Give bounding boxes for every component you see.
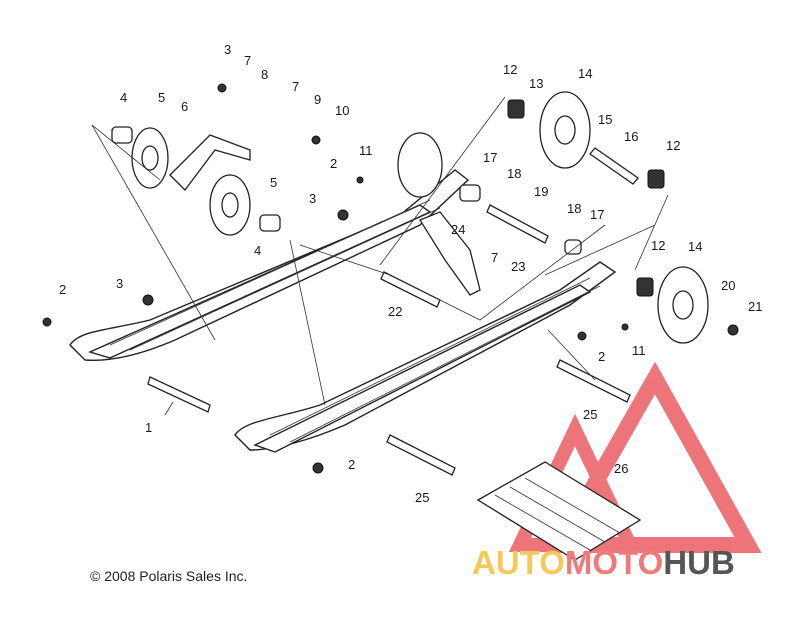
callout-9: 9 [314, 92, 321, 107]
callout-1: 1 [145, 420, 152, 435]
idler-wheels [131, 91, 709, 344]
left-rail [69, 169, 470, 362]
callout-14: 14 [688, 239, 702, 254]
callout-14: 14 [578, 66, 592, 81]
callout-7: 7 [491, 250, 498, 265]
callout-25: 25 [415, 490, 429, 505]
callout-18: 18 [507, 166, 521, 181]
callout-15: 15 [598, 112, 612, 127]
callout-23: 23 [511, 259, 525, 274]
callout-17: 17 [483, 150, 497, 165]
right-rail [234, 261, 617, 453]
callout-11: 11 [359, 143, 373, 158]
callout-2: 2 [598, 349, 605, 364]
callout-20: 20 [721, 278, 735, 293]
callout-7: 7 [244, 53, 251, 68]
callout-2: 2 [330, 156, 337, 171]
copyright-notice: © 2008 Polaris Sales Inc. [90, 568, 248, 584]
track-section [476, 461, 642, 561]
callout-6: 6 [181, 99, 188, 114]
callout-3: 3 [116, 276, 123, 291]
bolts [42, 83, 739, 474]
callout-18: 18 [567, 201, 581, 216]
callout-17: 17 [590, 207, 604, 222]
callout-12: 12 [651, 238, 665, 253]
callout-13: 13 [529, 76, 543, 91]
callout-3: 3 [309, 191, 316, 206]
callout-7: 7 [292, 79, 299, 94]
leader-lines [91, 96, 669, 416]
callout-16: 16 [624, 129, 638, 144]
callout-labels: 1 2 2 2 2 3 3 3 4 4 5 5 6 7 7 7 8 9 10 1… [59, 42, 762, 505]
callout-25: 25 [583, 407, 597, 422]
callout-24: 24 [451, 222, 465, 237]
callout-11: 11 [632, 343, 646, 358]
callout-3: 3 [224, 42, 231, 57]
callout-12: 12 [666, 138, 680, 153]
watermark-hub: HUB [663, 544, 735, 581]
callout-2: 2 [348, 457, 355, 472]
spacers [111, 126, 582, 255]
callout-4: 4 [120, 90, 127, 105]
callout-5: 5 [158, 90, 165, 105]
callout-21: 21 [748, 299, 762, 314]
callout-22: 22 [388, 304, 402, 319]
callout-8: 8 [261, 67, 268, 82]
suspension-arm [169, 134, 481, 296]
callout-4: 4 [254, 243, 261, 258]
callout-19: 19 [534, 184, 548, 199]
callout-10: 10 [335, 103, 349, 118]
callout-2: 2 [59, 282, 66, 297]
watermark-moto: MOTO [564, 544, 664, 581]
end-caps [507, 99, 665, 297]
callout-26: 26 [614, 461, 628, 476]
callout-5: 5 [270, 175, 277, 190]
watermark-text: AUTOMOTOHUB [472, 544, 735, 582]
watermark-auto: AUTO [472, 544, 565, 581]
callout-12: 12 [503, 62, 517, 77]
